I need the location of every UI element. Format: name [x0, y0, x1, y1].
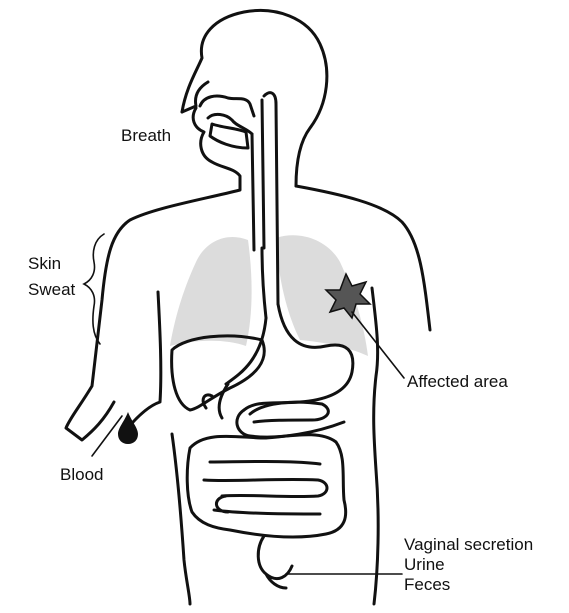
label-affected-area: Affected area: [407, 372, 508, 391]
label-urine: Urine: [404, 555, 445, 574]
label-breath: Breath: [121, 126, 171, 145]
head-outline: [182, 10, 327, 186]
torso-right-side: [372, 288, 378, 604]
blood-leader: [92, 416, 122, 456]
airway: [200, 96, 264, 250]
right-lung: [170, 237, 252, 346]
label-blood: Blood: [60, 465, 103, 484]
large-intestine: [187, 435, 345, 537]
trachea: [252, 100, 264, 250]
liver: [172, 336, 265, 410]
skin-sweat-bracket: [84, 234, 104, 344]
pancreas: [250, 402, 328, 422]
rectum: [258, 536, 292, 588]
label-vaginal-secretion: Vaginal secretion: [404, 535, 533, 554]
label-feces: Feces: [404, 575, 450, 594]
small-intestine-loops: [204, 462, 327, 515]
label-sweat: Sweat: [28, 280, 75, 299]
duodenum: [203, 384, 344, 437]
label-skin: Skin: [28, 254, 61, 273]
